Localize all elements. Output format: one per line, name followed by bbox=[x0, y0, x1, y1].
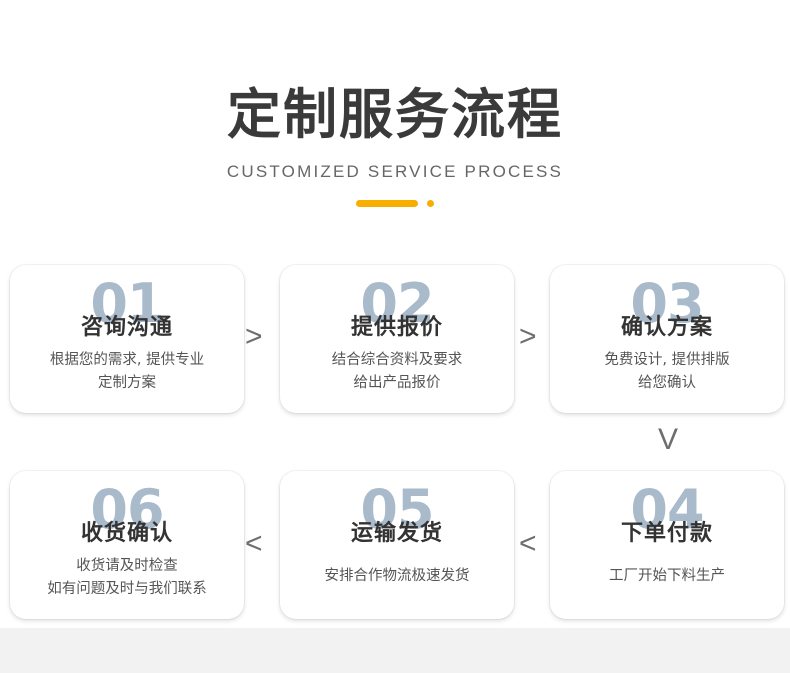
step-title: 确认方案 bbox=[620, 315, 713, 340]
step-card-03: 03 确认方案 免费设计, 提供排版 给您确认 bbox=[550, 265, 784, 413]
step-number: 02 bbox=[360, 272, 434, 335]
step-title: 运输发货 bbox=[350, 521, 443, 546]
step-description: 收货请及时检查 如有问题及时与我们联系 bbox=[18, 555, 236, 601]
step-title: 收货确认 bbox=[80, 521, 173, 546]
chevron-right-icon: > bbox=[519, 320, 537, 353]
chevron-left-icon: < bbox=[245, 527, 263, 560]
step-description: 安排合作物流极速发货 bbox=[288, 565, 506, 588]
step-description-line2: 定制方案 bbox=[98, 375, 156, 391]
header: 定制服务流程 CUSTOMIZED SERVICE PROCESS bbox=[0, 84, 790, 207]
step-description: 结合综合资料及要求 给出产品报价 bbox=[288, 349, 506, 395]
step-card-06: 06 收货确认 收货请及时检查 如有问题及时与我们联系 bbox=[10, 471, 244, 619]
step-description-line1: 结合综合资料及要求 bbox=[331, 352, 463, 368]
step-description-line2: 给出产品报价 bbox=[353, 375, 441, 391]
step-description-line1: 免费设计, 提供排版 bbox=[604, 352, 730, 368]
step-description-line2: 给您确认 bbox=[638, 375, 696, 391]
step-description: 根据您的需求, 提供专业 定制方案 bbox=[18, 349, 236, 395]
accent-dot bbox=[427, 200, 434, 207]
accent-bar bbox=[356, 200, 418, 207]
chevron-left-icon: < bbox=[519, 527, 537, 560]
step-number: 06 bbox=[90, 478, 164, 541]
step-title: 提供报价 bbox=[350, 315, 443, 340]
chevron-right-icon: > bbox=[245, 320, 263, 353]
step-description-line1: 安排合作物流极速发货 bbox=[324, 568, 470, 584]
step-title: 下单付款 bbox=[620, 521, 713, 546]
step-description-line2: 如有问题及时与我们联系 bbox=[47, 581, 207, 597]
step-card-02: 02 提供报价 结合综合资料及要求 给出产品报价 bbox=[280, 265, 514, 413]
step-description: 免费设计, 提供排版 给您确认 bbox=[558, 349, 776, 395]
step-number: 04 bbox=[630, 478, 704, 541]
accent-divider bbox=[0, 200, 790, 207]
step-number: 05 bbox=[360, 478, 434, 541]
step-description-line1: 工厂开始下料生产 bbox=[609, 568, 725, 584]
step-description: 工厂开始下料生产 bbox=[558, 565, 776, 588]
chevron-down-icon: V bbox=[658, 423, 679, 456]
bottom-band bbox=[0, 628, 790, 673]
step-description-line1: 根据您的需求, 提供专业 bbox=[49, 352, 205, 368]
step-title: 咨询沟通 bbox=[80, 315, 173, 340]
step-number: 03 bbox=[630, 272, 704, 335]
page-subtitle: CUSTOMIZED SERVICE PROCESS bbox=[226, 162, 564, 181]
step-number: 01 bbox=[90, 272, 164, 335]
step-card-05: 05 运输发货 安排合作物流极速发货 bbox=[280, 471, 514, 619]
step-card-04: 04 下单付款 工厂开始下料生产 bbox=[550, 471, 784, 619]
page-title: 定制服务流程 bbox=[227, 83, 563, 146]
step-card-01: 01 咨询沟通 根据您的需求, 提供专业 定制方案 bbox=[10, 265, 244, 413]
step-description-line1: 收货请及时检查 bbox=[76, 558, 178, 574]
